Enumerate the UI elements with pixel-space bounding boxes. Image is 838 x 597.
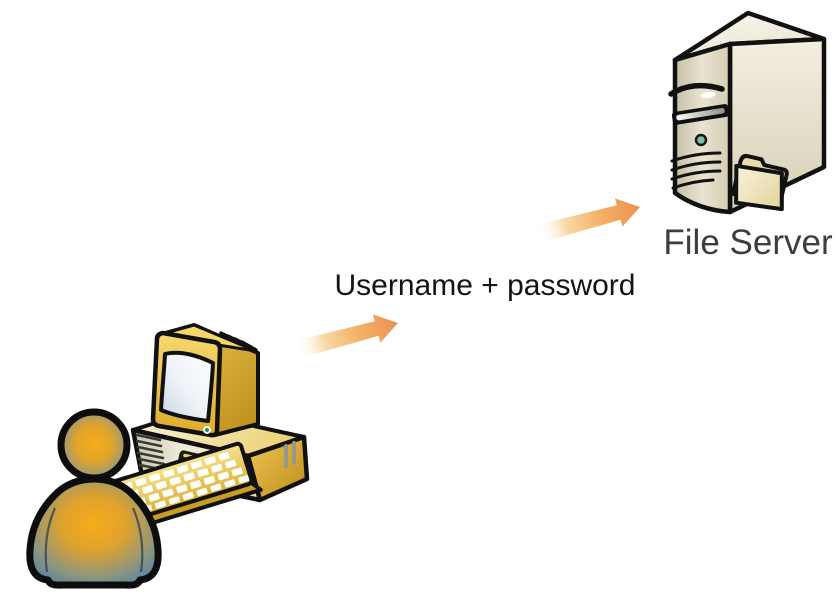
person-body [26, 475, 162, 589]
person-arm-creases [44, 507, 144, 573]
case-vents [135, 433, 166, 472]
credentials-label: Username + password [334, 269, 636, 302]
cd-tray [671, 104, 730, 125]
drive-bay-stripe [668, 82, 725, 97]
case-side-bars [284, 441, 296, 468]
power-button-teal [694, 133, 708, 147]
eject-button [700, 91, 716, 99]
server-vents [670, 151, 722, 190]
credentials-arrow-icon [293, 314, 398, 359]
person-head [57, 408, 131, 482]
power-led [203, 426, 211, 434]
monitor-screen [159, 350, 215, 423]
user-at-computer-icon [26, 323, 310, 589]
crt-monitor-icon [150, 323, 260, 438]
to-server-arrow-icon [535, 198, 640, 243]
file-server-label: File Server [663, 223, 833, 262]
server-tower [668, 10, 827, 215]
file-server-icon [668, 10, 827, 215]
user-person-icon [26, 408, 162, 589]
monitor-vents [219, 331, 260, 355]
shared-folder-icon [730, 153, 789, 212]
